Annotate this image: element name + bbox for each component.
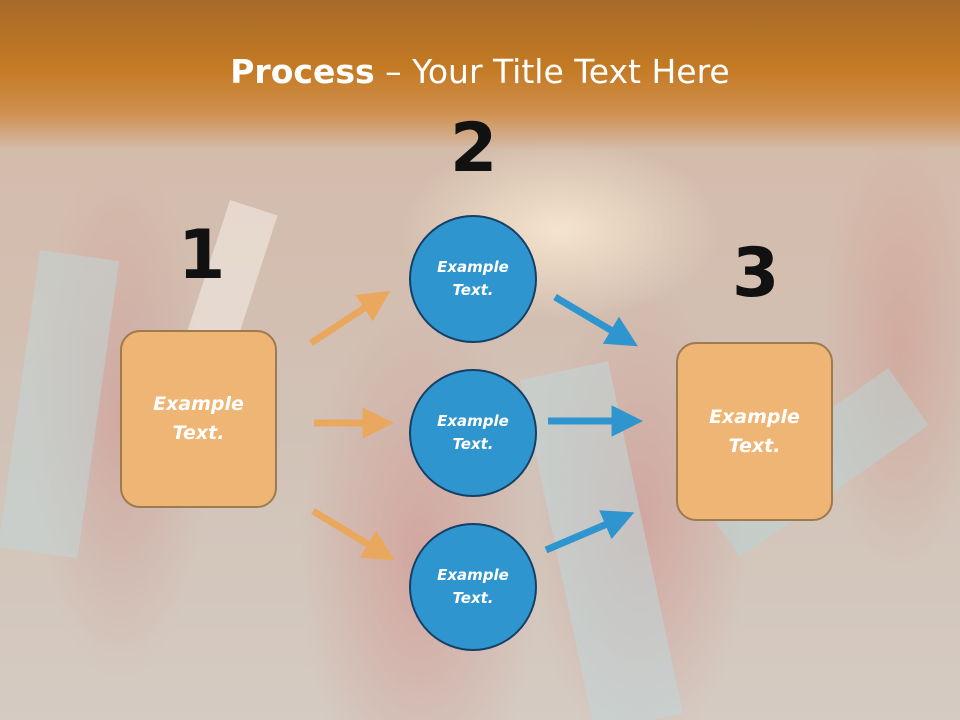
circle-top: Example Text. xyxy=(409,215,537,343)
title-bold: Process xyxy=(230,52,375,91)
step-number-2: 2 xyxy=(450,109,498,188)
step-number-3: 3 xyxy=(732,234,780,313)
arrow-blue-down xyxy=(553,293,638,347)
circle-bottom: Example Text. xyxy=(409,523,537,651)
arrow-orange-up xyxy=(309,290,391,346)
arrow-blue-up xyxy=(544,510,635,554)
left-step-box: Example Text. xyxy=(120,330,277,508)
step-number-1: 1 xyxy=(178,216,226,295)
circle-middle: Example Text. xyxy=(409,369,537,497)
arrow-orange-down xyxy=(311,508,395,561)
left-step-text: Example Text. xyxy=(153,393,244,444)
right-step-box: Example Text. xyxy=(676,342,833,521)
circle-bottom-text: Example Text. xyxy=(437,566,509,607)
circle-top-text: Example Text. xyxy=(437,258,509,299)
header-band xyxy=(0,0,960,150)
right-step-text: Example Text. xyxy=(709,405,800,457)
slide-title: Process – Your Title Text Here xyxy=(0,52,960,91)
circle-middle-text: Example Text. xyxy=(437,412,509,453)
title-rest: – Your Title Text Here xyxy=(374,52,730,91)
